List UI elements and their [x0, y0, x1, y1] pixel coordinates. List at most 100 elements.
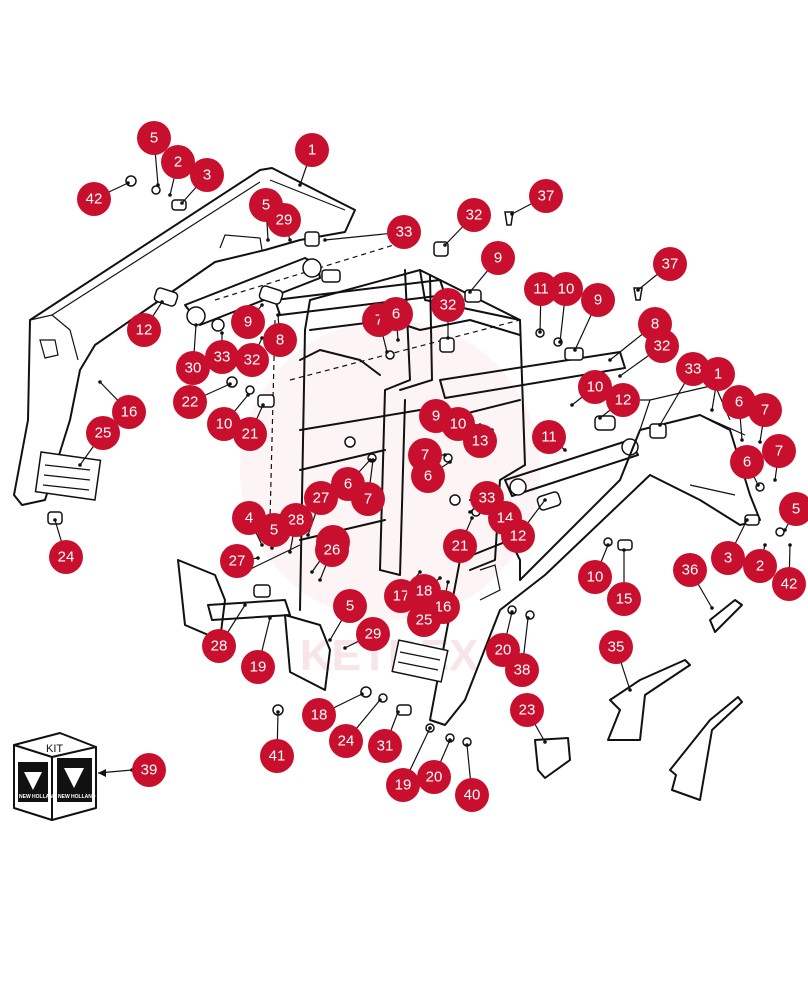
callout-number: 32 [654, 338, 671, 355]
leader-arrowhead [256, 556, 260, 560]
callout-number: 29 [365, 626, 382, 643]
callout-10[interactable]: 10 [578, 370, 612, 404]
callout-27[interactable]: 27 [304, 481, 338, 515]
callout-badge [386, 768, 420, 802]
leader-arrowhead [228, 382, 232, 386]
callout-29[interactable]: 29 [267, 203, 301, 237]
callout-1[interactable]: 1 [295, 133, 329, 167]
callout-5[interactable]: 5 [257, 513, 291, 547]
callout-3[interactable]: 3 [711, 541, 745, 575]
callout-40[interactable]: 40 [455, 778, 489, 812]
callout-badge [241, 650, 275, 684]
callout-33[interactable]: 33 [205, 340, 239, 374]
leader-arrowhead [538, 330, 542, 334]
callout-number: 9 [494, 250, 502, 267]
callout-6[interactable]: 6 [379, 297, 413, 331]
callout-7[interactable]: 7 [762, 434, 796, 468]
callout-number: 37 [538, 188, 555, 205]
callout-number: 17 [393, 588, 410, 605]
leader-arrowhead [78, 463, 82, 467]
callout-32[interactable]: 32 [457, 198, 491, 232]
callout-12[interactable]: 12 [127, 313, 161, 347]
callout-37[interactable]: 37 [653, 247, 687, 281]
callout-badge [220, 544, 254, 578]
callout-badge [411, 459, 445, 493]
callout-21[interactable]: 21 [443, 529, 477, 563]
leader-arrowhead [558, 340, 562, 344]
callout-33[interactable]: 33 [387, 215, 421, 249]
callout-2[interactable]: 2 [743, 549, 777, 583]
callout-10[interactable]: 10 [549, 272, 583, 306]
callout-28[interactable]: 28 [202, 629, 236, 663]
callout-13[interactable]: 13 [463, 424, 497, 458]
callout-11[interactable]: 11 [524, 272, 558, 306]
callout-32[interactable]: 32 [235, 343, 269, 377]
callout-26[interactable]: 26 [315, 533, 349, 567]
callout-3[interactable]: 3 [190, 158, 224, 192]
callout-37[interactable]: 37 [529, 179, 563, 213]
callout-25[interactable]: 25 [86, 416, 120, 450]
callout-31[interactable]: 31 [368, 729, 402, 763]
callout-9[interactable]: 9 [231, 305, 265, 339]
callout-number: 31 [377, 738, 394, 755]
callout-24[interactable]: 24 [329, 724, 363, 758]
callout-8[interactable]: 8 [263, 323, 297, 357]
callout-number: 28 [288, 512, 305, 529]
callout-15[interactable]: 15 [607, 582, 641, 616]
callout-32[interactable]: 32 [645, 329, 679, 363]
callout-1[interactable]: 1 [701, 357, 735, 391]
callout-9[interactable]: 9 [581, 283, 615, 317]
callout-24[interactable]: 24 [49, 540, 83, 574]
callout-19[interactable]: 19 [386, 768, 420, 802]
callout-41[interactable]: 41 [260, 739, 294, 773]
callout-7[interactable]: 7 [748, 393, 782, 427]
callout-number: 33 [479, 490, 496, 507]
callout-number: 19 [395, 777, 412, 794]
callout-35[interactable]: 35 [599, 630, 633, 664]
callout-42[interactable]: 42 [772, 567, 806, 601]
callout-18[interactable]: 18 [302, 698, 336, 732]
callout-22[interactable]: 22 [173, 385, 207, 419]
callout-25[interactable]: 25 [407, 603, 441, 637]
callout-29[interactable]: 29 [356, 617, 390, 651]
callout-23[interactable]: 23 [510, 693, 544, 727]
callout-badge [233, 417, 267, 451]
callout-32[interactable]: 32 [431, 288, 465, 322]
callout-badge [443, 529, 477, 563]
callout-number: 3 [724, 550, 732, 567]
callout-6[interactable]: 6 [411, 459, 445, 493]
callout-10[interactable]: 10 [207, 407, 241, 441]
leader-arrowhead [788, 543, 792, 547]
callout-10[interactable]: 10 [578, 560, 612, 594]
callout-36[interactable]: 36 [673, 553, 707, 587]
callout-38[interactable]: 38 [505, 653, 539, 687]
callout-5[interactable]: 5 [137, 121, 171, 155]
callout-badge [501, 519, 535, 553]
callout-7[interactable]: 7 [351, 482, 385, 516]
callout-badge [510, 693, 544, 727]
callout-42[interactable]: 42 [77, 182, 111, 216]
callout-20[interactable]: 20 [417, 760, 451, 794]
leader-arrowhead [220, 331, 224, 335]
leader-arrowhead [168, 193, 172, 197]
callout-27[interactable]: 27 [220, 544, 254, 578]
callout-39[interactable]: 39 [132, 753, 166, 787]
callout-19[interactable]: 19 [241, 650, 275, 684]
callout-5[interactable]: 5 [333, 589, 367, 623]
callout-5[interactable]: 5 [779, 492, 808, 526]
callout-16[interactable]: 16 [112, 395, 146, 429]
callout-badge [463, 424, 497, 458]
callout-12[interactable]: 12 [606, 383, 640, 417]
callout-21[interactable]: 21 [233, 417, 267, 451]
callout-number: 11 [533, 281, 549, 298]
callout-badge [455, 778, 489, 812]
callout-2[interactable]: 2 [161, 145, 195, 179]
callout-12[interactable]: 12 [501, 519, 535, 553]
callout-30[interactable]: 30 [176, 351, 210, 385]
callout-11[interactable]: 11 [532, 420, 566, 454]
callout-badge [333, 589, 367, 623]
callout-9[interactable]: 9 [481, 241, 515, 275]
callout-6[interactable]: 6 [722, 385, 756, 419]
callout-6[interactable]: 6 [730, 445, 764, 479]
